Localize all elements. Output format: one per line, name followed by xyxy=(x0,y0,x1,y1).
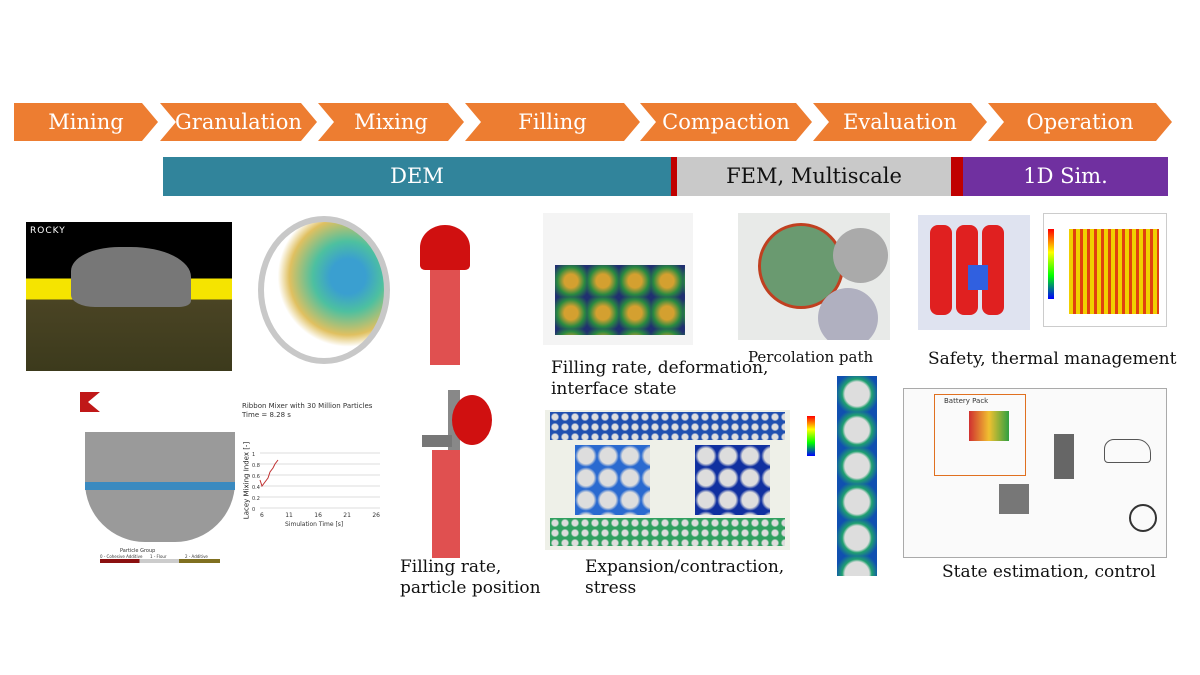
rock-pile xyxy=(71,247,191,307)
legend-item: 1 - Flour xyxy=(150,554,167,559)
caption-percolation: Percolation path xyxy=(748,348,874,366)
filling-column-image xyxy=(420,225,470,365)
caption-state: State estimation, control xyxy=(942,562,1156,582)
chart-time: Time = 8.28 s xyxy=(242,411,291,419)
y-tick: 0.6 xyxy=(252,474,260,480)
rocky-logo: ROCKY xyxy=(30,226,66,236)
caption-safety: Safety, thermal management xyxy=(928,349,1177,369)
legend-item: 2 - Additive xyxy=(185,554,208,559)
x-tick: 6 xyxy=(260,512,264,519)
caption-filling: Filling rate, particle position xyxy=(400,557,541,598)
ribbon-mixer-image: Particle Group 0 - Cohesive Additive 1 -… xyxy=(80,392,240,570)
y-tick: 0.4 xyxy=(252,485,260,491)
y-tick: 0.8 xyxy=(252,463,260,469)
filling-l-shape-image xyxy=(420,390,495,560)
y-axis-label: Lacey Mixing Index [-] xyxy=(242,441,251,520)
legend-item: 0 - Cohesive Additive xyxy=(100,554,143,559)
mixing-index-chart: Ribbon Mixer with 30 Million Particles T… xyxy=(240,398,385,568)
stage-mining: Mining xyxy=(14,103,158,141)
y-tick: 0.2 xyxy=(252,496,260,502)
expansion-stress-image xyxy=(545,410,790,550)
battery-control-circuit-image: Battery Pack xyxy=(903,388,1167,558)
caption-compaction: Filling rate, deformation, interface sta… xyxy=(551,358,769,399)
x-tick: 26 xyxy=(372,512,380,519)
stress-column-image xyxy=(805,376,880,576)
battery-cells-thermal-image xyxy=(918,215,1030,330)
chart-plot xyxy=(259,452,380,509)
mining-simulation-image: ROCKY xyxy=(26,222,232,371)
rocky-logo-icon xyxy=(80,392,100,412)
chart-title: Ribbon Mixer with 30 Million Particles xyxy=(242,402,373,410)
granulation-drum-image xyxy=(258,216,390,364)
method-1d-sim: 1D Sim. xyxy=(963,157,1168,196)
stage-granulation: Granulation xyxy=(160,103,317,141)
stage-evaluation: Evaluation xyxy=(813,103,987,141)
y-tick: 1 xyxy=(252,452,256,458)
x-tick: 11 xyxy=(285,512,293,519)
stage-compaction: Compaction xyxy=(640,103,812,141)
x-tick: 21 xyxy=(343,512,351,519)
stage-filling: Filling xyxy=(465,103,640,141)
method-dem: DEM xyxy=(163,157,671,196)
legend-title: Particle Group xyxy=(120,548,156,554)
stage-operation: Operation xyxy=(988,103,1172,141)
separator xyxy=(671,157,677,196)
method-fem: FEM, Multiscale xyxy=(677,157,951,196)
y-tick: 0 xyxy=(252,507,256,513)
battery-module-thermal-image xyxy=(1043,213,1167,327)
compaction-stress-image xyxy=(543,213,693,345)
x-tick: 16 xyxy=(314,512,322,519)
separator xyxy=(951,157,963,196)
caption-expansion: Expansion/contraction, stress xyxy=(585,557,785,598)
battery-pack-label: Battery Pack xyxy=(944,397,989,405)
x-axis-label: Simulation Time [s] xyxy=(285,521,344,528)
percolation-path-image xyxy=(738,213,890,340)
stage-mixing: Mixing xyxy=(318,103,464,141)
